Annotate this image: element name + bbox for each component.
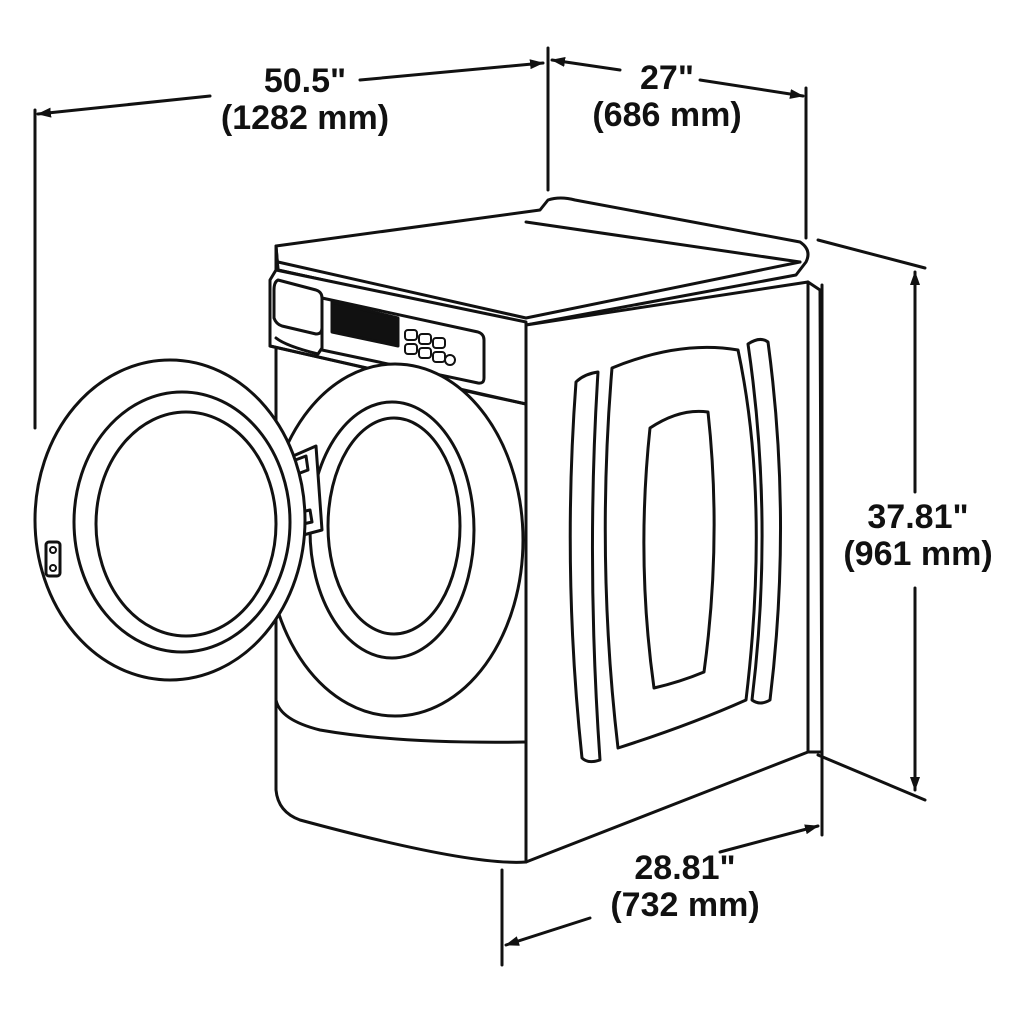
door-glass bbox=[94, 410, 278, 638]
washer-side-flange bbox=[806, 280, 824, 754]
control-display-frame bbox=[320, 296, 486, 385]
dimension-width-inches: 27" bbox=[640, 59, 694, 97]
washer-side-rib-left-outer bbox=[568, 370, 602, 764]
dimension-arrow-width-open-left bbox=[36, 94, 212, 118]
control-buttons bbox=[404, 329, 456, 366]
dimension-label-height: 37.81" (961 mm) bbox=[828, 499, 1008, 572]
display-screen bbox=[330, 300, 400, 348]
drum-opening bbox=[326, 416, 462, 636]
dimension-label-width: 27" (686 mm) bbox=[572, 60, 762, 133]
dimension-depth-mm: (732 mm) bbox=[610, 885, 760, 924]
dimension-arrow-depth-right bbox=[718, 824, 820, 854]
door-latch bbox=[44, 540, 62, 578]
dimension-height-mm: (961 mm) bbox=[843, 534, 993, 573]
washer-top-front-edge bbox=[276, 260, 802, 320]
door-latch-screw-bottom bbox=[49, 564, 57, 572]
dimension-depth-inches: 28.81" bbox=[634, 849, 736, 887]
dimension-width-open-mm: (1282 mm) bbox=[220, 98, 390, 137]
dimension-arrow-width-right bbox=[698, 78, 805, 99]
dimension-arrow-depth-left bbox=[504, 916, 592, 947]
dimension-width-mm: (686 mm) bbox=[592, 95, 742, 134]
dispenser-drawer bbox=[272, 278, 324, 336]
dimension-arrow-width-left bbox=[550, 56, 622, 72]
door-inner-ring bbox=[72, 390, 292, 654]
door-latch-screw-top bbox=[49, 546, 57, 554]
dimension-width-open-inches: 50.5" bbox=[263, 62, 347, 100]
washer-side-rib-right-outer bbox=[746, 337, 783, 705]
extension-line-top-right bbox=[816, 238, 927, 270]
washer-top-back-edge bbox=[524, 220, 802, 264]
extension-line-bottom-right bbox=[816, 753, 927, 802]
pedestal-top-edge bbox=[274, 698, 528, 744]
washer-side-embossed-panel-outer bbox=[603, 345, 758, 750]
door-outer-ring bbox=[33, 358, 307, 682]
dispenser-handle bbox=[274, 336, 324, 356]
washer-side-panel bbox=[524, 280, 810, 864]
dimension-label-depth: 28.81" (732 mm) bbox=[590, 850, 780, 923]
washer-top bbox=[274, 196, 810, 327]
dimension-height-inches: 37.81" bbox=[867, 498, 969, 536]
dimension-arrow-width-open-right bbox=[358, 59, 545, 82]
washer-side-embossed-panel-inner bbox=[642, 409, 716, 690]
dimension-label-width-open: 50.5" (1282 mm) bbox=[190, 63, 420, 136]
